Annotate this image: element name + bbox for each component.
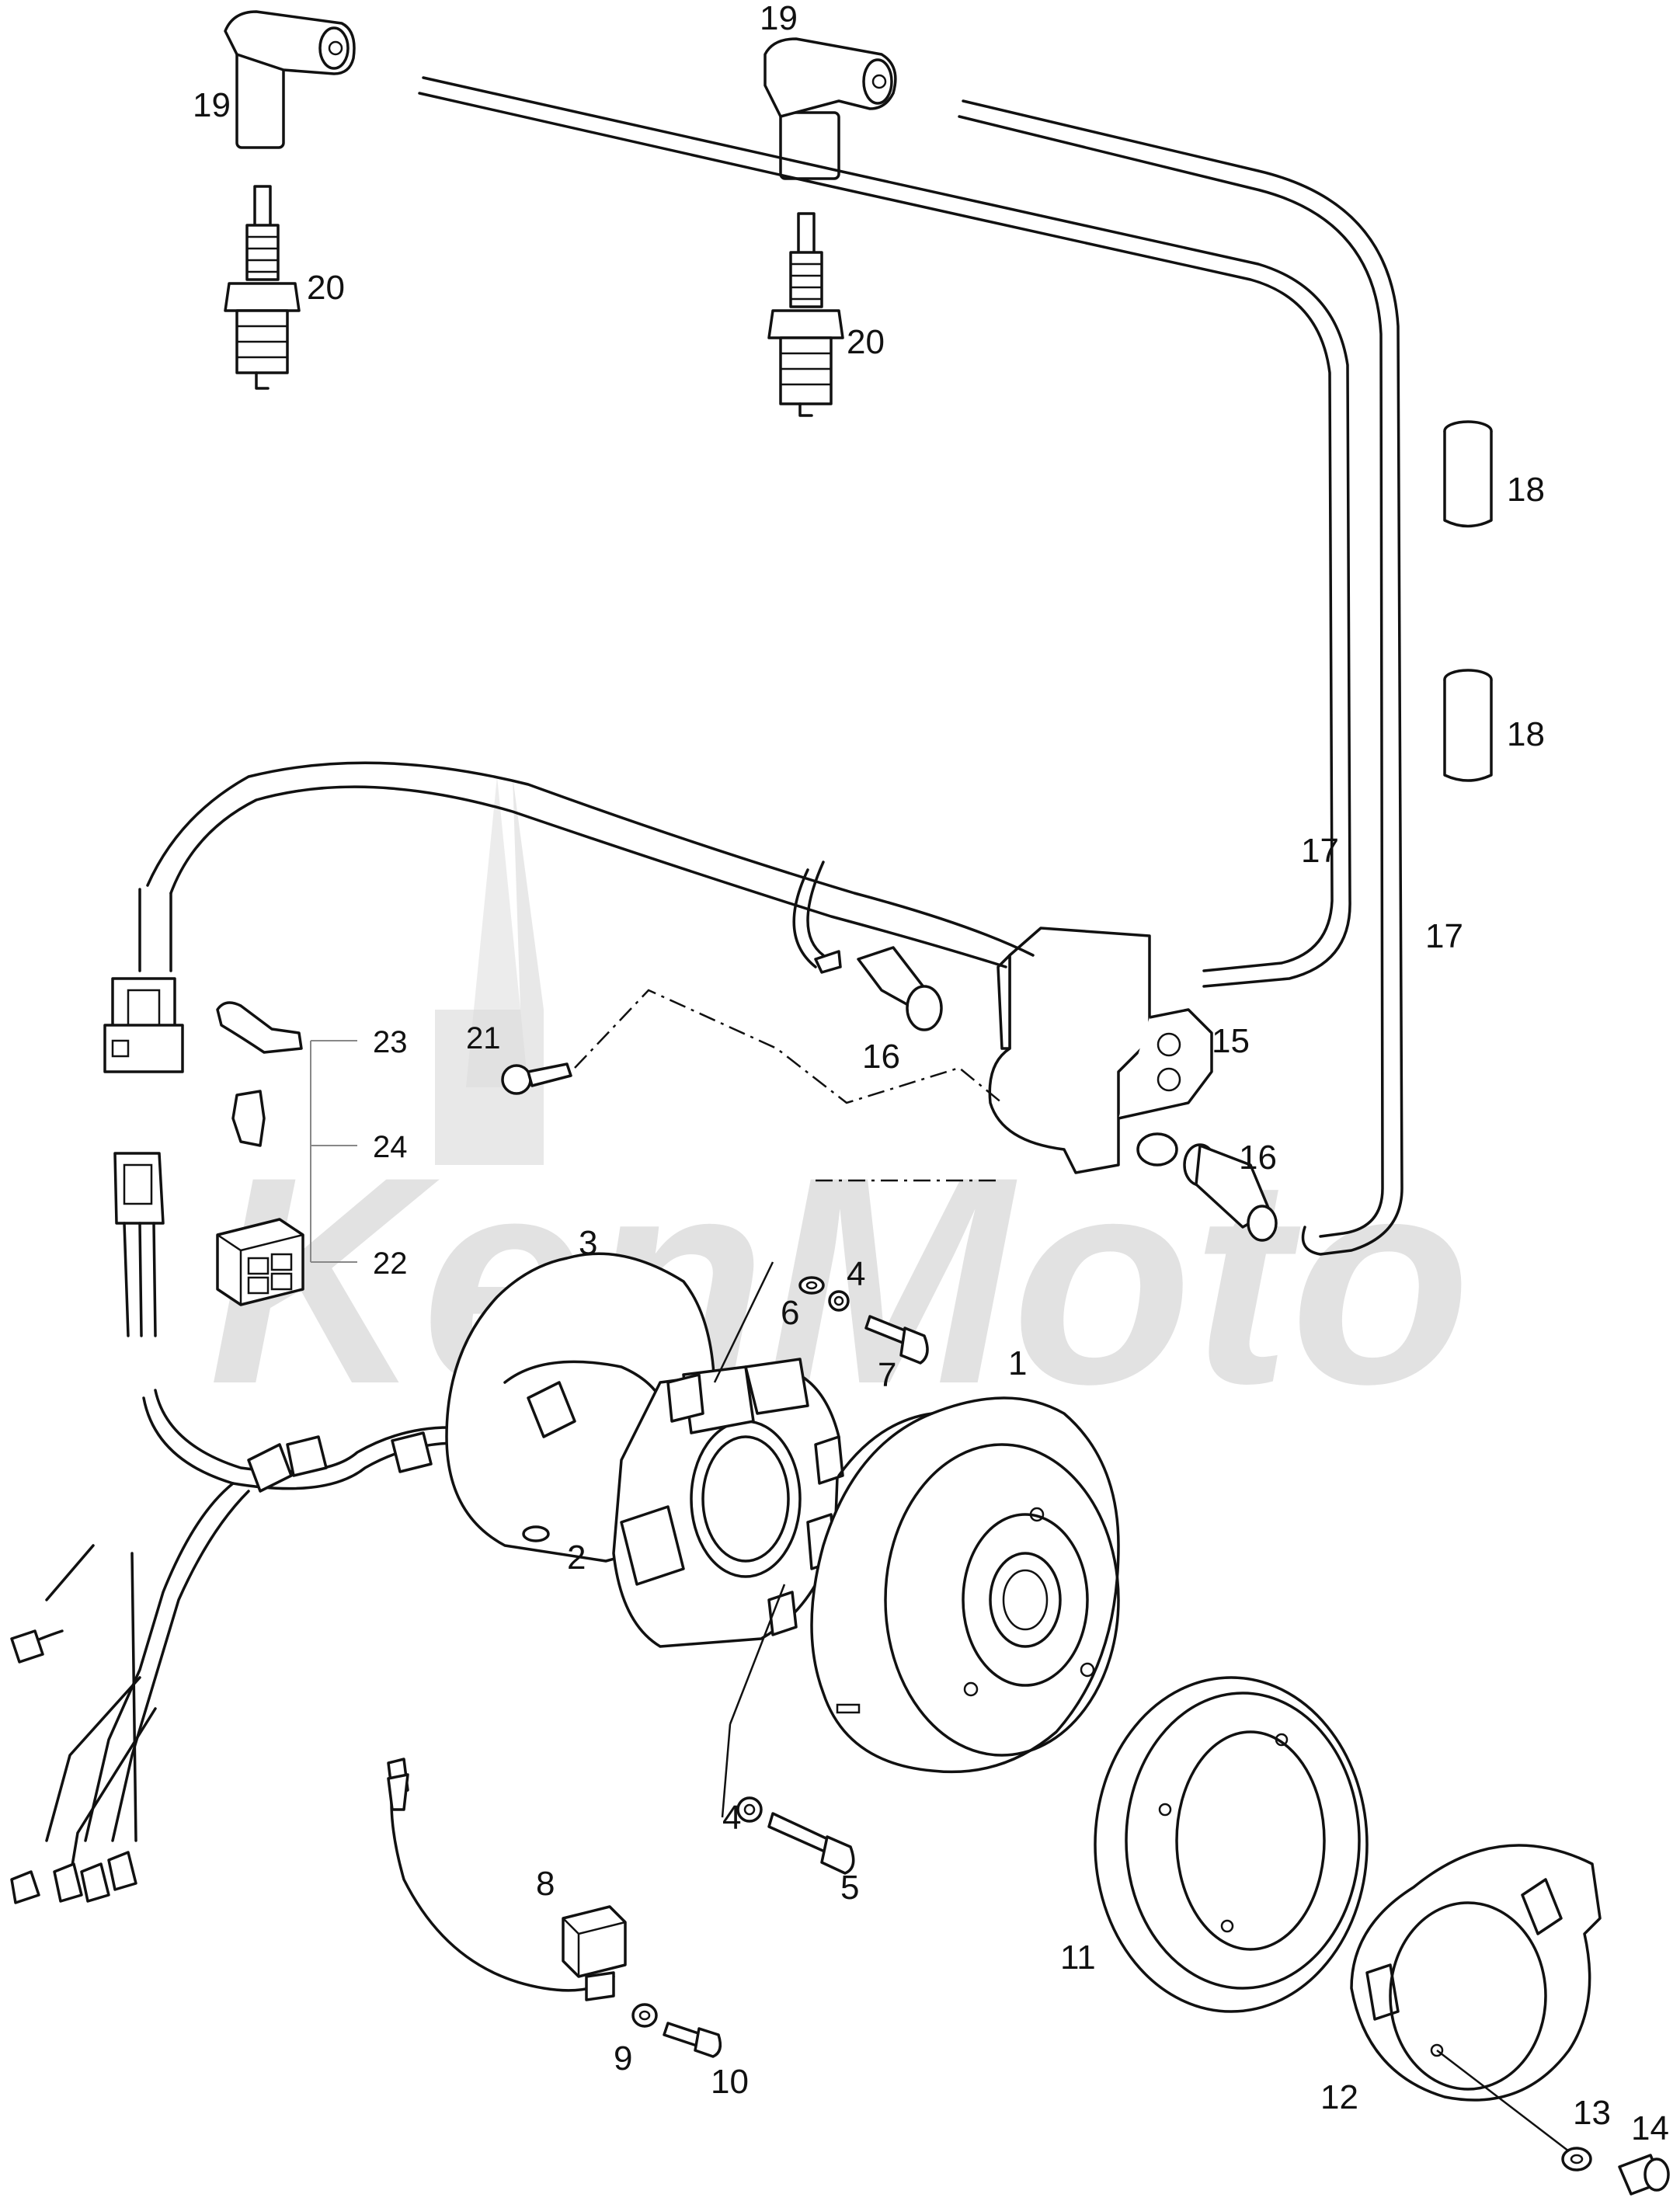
label-2: 2	[567, 1539, 586, 1577]
part-labels: 1 2 3 4 4 5 6 7 8 9 10 11 12 13 14 15 16…	[193, 0, 1669, 2147]
coil-connector-upper	[857, 946, 943, 1031]
label-4b: 4	[722, 1799, 741, 1837]
label-19b: 19	[760, 0, 798, 37]
label-6: 6	[781, 1294, 799, 1332]
label-1: 1	[1008, 1344, 1027, 1382]
reference-line-22-24	[310, 1040, 357, 1263]
washer-6	[798, 1276, 825, 1295]
screw-7	[864, 1315, 929, 1365]
nut-14	[1618, 2154, 1670, 2196]
stator	[612, 1358, 844, 1648]
label-11: 11	[1060, 1938, 1096, 1977]
screw-10	[663, 2022, 722, 2058]
label-14: 14	[1631, 2109, 1669, 2147]
ht-lead-left	[418, 76, 1351, 988]
pickup-sensor	[387, 1758, 627, 2001]
watermark: KenMoto	[208, 777, 1471, 1445]
label-23: 23	[373, 1025, 408, 1059]
reference-line-4-7	[713, 1261, 786, 1818]
label-3: 3	[579, 1224, 597, 1262]
spark-plug-right	[767, 212, 844, 417]
sleeve-upper	[1443, 420, 1493, 528]
screw-21	[501, 1062, 572, 1095]
watermark-text: KenMoto	[208, 1115, 1470, 1445]
label-20a: 20	[307, 269, 345, 307]
label-16b: 16	[1239, 1139, 1277, 1177]
label-9: 9	[614, 2039, 632, 2078]
label-15: 15	[1212, 1022, 1250, 1060]
label-10: 10	[711, 2063, 749, 2101]
coil-connector-lower	[1183, 1143, 1278, 1242]
label-8: 8	[536, 1865, 555, 1903]
label-22: 22	[373, 1247, 408, 1281]
lock-washer-13	[1561, 2147, 1592, 2171]
washer-9	[631, 2003, 658, 2028]
label-17b: 17	[1425, 917, 1463, 955]
label-12: 12	[1320, 2078, 1358, 2116]
flywheel	[810, 1396, 1120, 1774]
label-5: 5	[840, 1869, 859, 1907]
terminal-clip	[216, 1001, 303, 1054]
ignition-coil	[988, 927, 1213, 1174]
label-17a: 17	[1301, 832, 1339, 870]
washer-4-upper	[828, 1290, 850, 1312]
wiring-harness	[10, 761, 1035, 1904]
label-13: 13	[1573, 2094, 1611, 2132]
washer-4-lower	[736, 1796, 763, 1823]
label-21: 21	[466, 1021, 501, 1055]
sleeve-lower	[1443, 669, 1493, 782]
flywheel-cover	[1094, 1676, 1369, 2013]
label-19a: 19	[193, 86, 231, 124]
ht-lead-right	[958, 99, 1403, 1256]
connector-housing	[216, 1218, 304, 1306]
spark-plug-left	[224, 185, 301, 390]
rotor-guard	[1350, 1844, 1602, 2102]
label-18b: 18	[1507, 715, 1545, 753]
terminal-tab	[231, 1090, 266, 1147]
screw-5	[767, 1812, 855, 1875]
label-18a: 18	[1507, 471, 1545, 509]
label-7: 7	[878, 1356, 896, 1394]
label-24: 24	[373, 1130, 408, 1164]
label-4a: 4	[847, 1255, 865, 1293]
label-16a: 16	[862, 1038, 900, 1076]
spark-plug-cap-left	[224, 10, 356, 149]
reference-line-13	[1436, 2050, 1570, 2152]
label-20b: 20	[847, 323, 885, 361]
reference-line-21	[574, 989, 1003, 1182]
